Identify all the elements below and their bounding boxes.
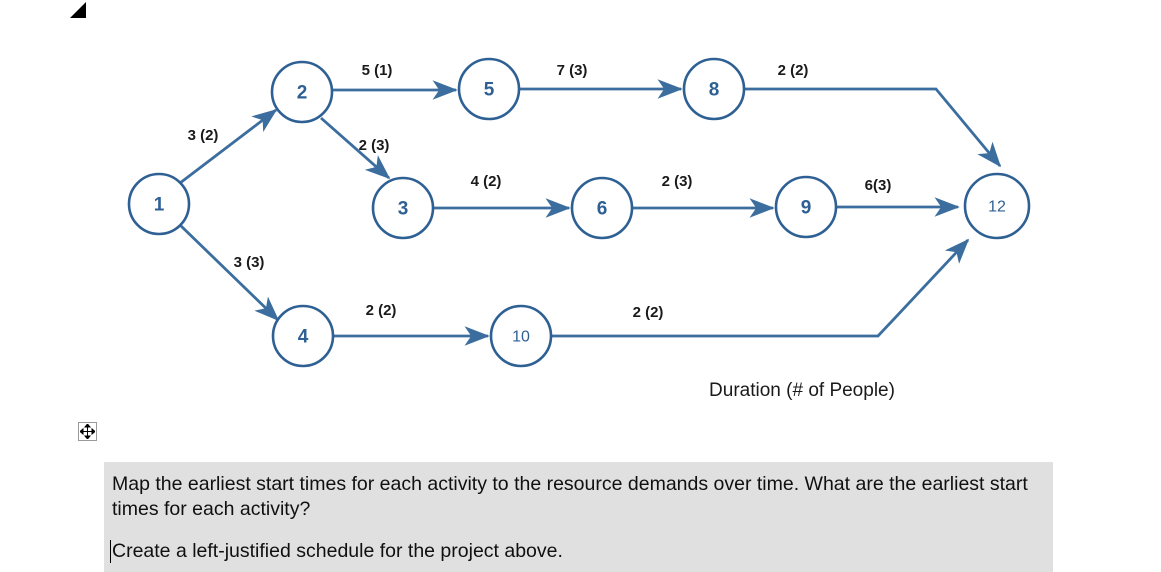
- edge-2-3: [320, 116, 391, 180]
- edge-10-12: [551, 238, 970, 338]
- node-6[interactable]: 6: [570, 176, 634, 240]
- edge-1-2: [179, 108, 278, 185]
- edge-label-9-12: 6(3): [865, 177, 892, 194]
- edge-label-6-9: 2 (3): [662, 173, 693, 190]
- question-paragraph-2: Create a left-justified schedule for the…: [110, 539, 1045, 564]
- node-5-label: 5: [484, 80, 495, 101]
- network-diagram: 3 (2) 3 (3) 5 (1) 2 (3) 4 (2) 2 (2) 7 (3…: [127, 57, 1031, 401]
- node-2[interactable]: 2: [270, 60, 334, 124]
- node-3-label: 3: [398, 199, 409, 220]
- text-caret: [110, 540, 111, 563]
- node-4[interactable]: 4: [271, 304, 335, 368]
- node-1[interactable]: 1: [127, 172, 191, 236]
- edge-label-10-12: 2 (2): [633, 304, 664, 321]
- node-10[interactable]: 10: [489, 304, 553, 368]
- question-text-block: Map the earliest start times for each ac…: [104, 462, 1053, 572]
- node-10-label: 10: [512, 329, 530, 346]
- edge-labels-group: 3 (2) 3 (3) 5 (1) 2 (3) 4 (2) 2 (2) 7 (3…: [188, 62, 892, 321]
- network-svg: 3 (2) 3 (3) 5 (1) 2 (3) 4 (2) 2 (2) 7 (3…: [127, 57, 1031, 401]
- edge-label-1-4: 3 (3): [234, 254, 265, 271]
- node-9-label: 9: [801, 198, 812, 219]
- node-2-label: 2: [297, 83, 308, 104]
- node-6-label: 6: [597, 199, 608, 220]
- edge-label-2-3: 2 (3): [359, 137, 390, 154]
- move-handle[interactable]: [78, 422, 97, 441]
- node-3[interactable]: 3: [371, 176, 435, 240]
- question-paragraph-2-text: Create a left-justified schedule for the…: [112, 540, 563, 562]
- edges-group: [179, 79, 1002, 346]
- node-1-circle: [127, 172, 191, 236]
- edge-label-5-8: 7 (3): [557, 62, 588, 79]
- node-9[interactable]: 9: [774, 175, 838, 239]
- node-12[interactable]: 12: [963, 172, 1031, 240]
- question-paragraph-1: Map the earliest start times for each ac…: [112, 473, 1028, 520]
- edge-label-1-2: 3 (2): [188, 127, 219, 144]
- node-12-circle: [963, 172, 1031, 240]
- node-4-circle: [271, 304, 335, 368]
- edge-label-8-12: 2 (2): [778, 62, 809, 79]
- page-corner-triangle-icon: [70, 2, 86, 18]
- edge-label-4-10: 2 (2): [366, 302, 397, 319]
- nodes-group: 1 2 3 4 5: [127, 57, 1031, 368]
- node-10-circle: [489, 304, 553, 368]
- node-2-circle: [270, 60, 334, 124]
- node-6-circle: [570, 176, 634, 240]
- node-12-label: 12: [988, 199, 1006, 216]
- node-8-label: 8: [709, 80, 720, 101]
- node-5[interactable]: 5: [457, 57, 521, 121]
- diagram-legend: Duration (# of People): [709, 380, 895, 401]
- node-8[interactable]: 8: [682, 57, 746, 121]
- node-3-circle: [371, 176, 435, 240]
- edge-1-4: [179, 223, 280, 322]
- node-1-label: 1: [154, 195, 165, 216]
- node-9-circle: [774, 175, 838, 239]
- node-8-circle: [682, 57, 746, 121]
- node-5-circle: [457, 57, 521, 121]
- edge-label-3-6: 4 (2): [471, 173, 502, 190]
- node-4-label: 4: [298, 327, 309, 348]
- edge-8-12: [744, 87, 1002, 168]
- edge-label-2-5: 5 (1): [362, 62, 393, 79]
- move-cross-icon: [80, 424, 95, 439]
